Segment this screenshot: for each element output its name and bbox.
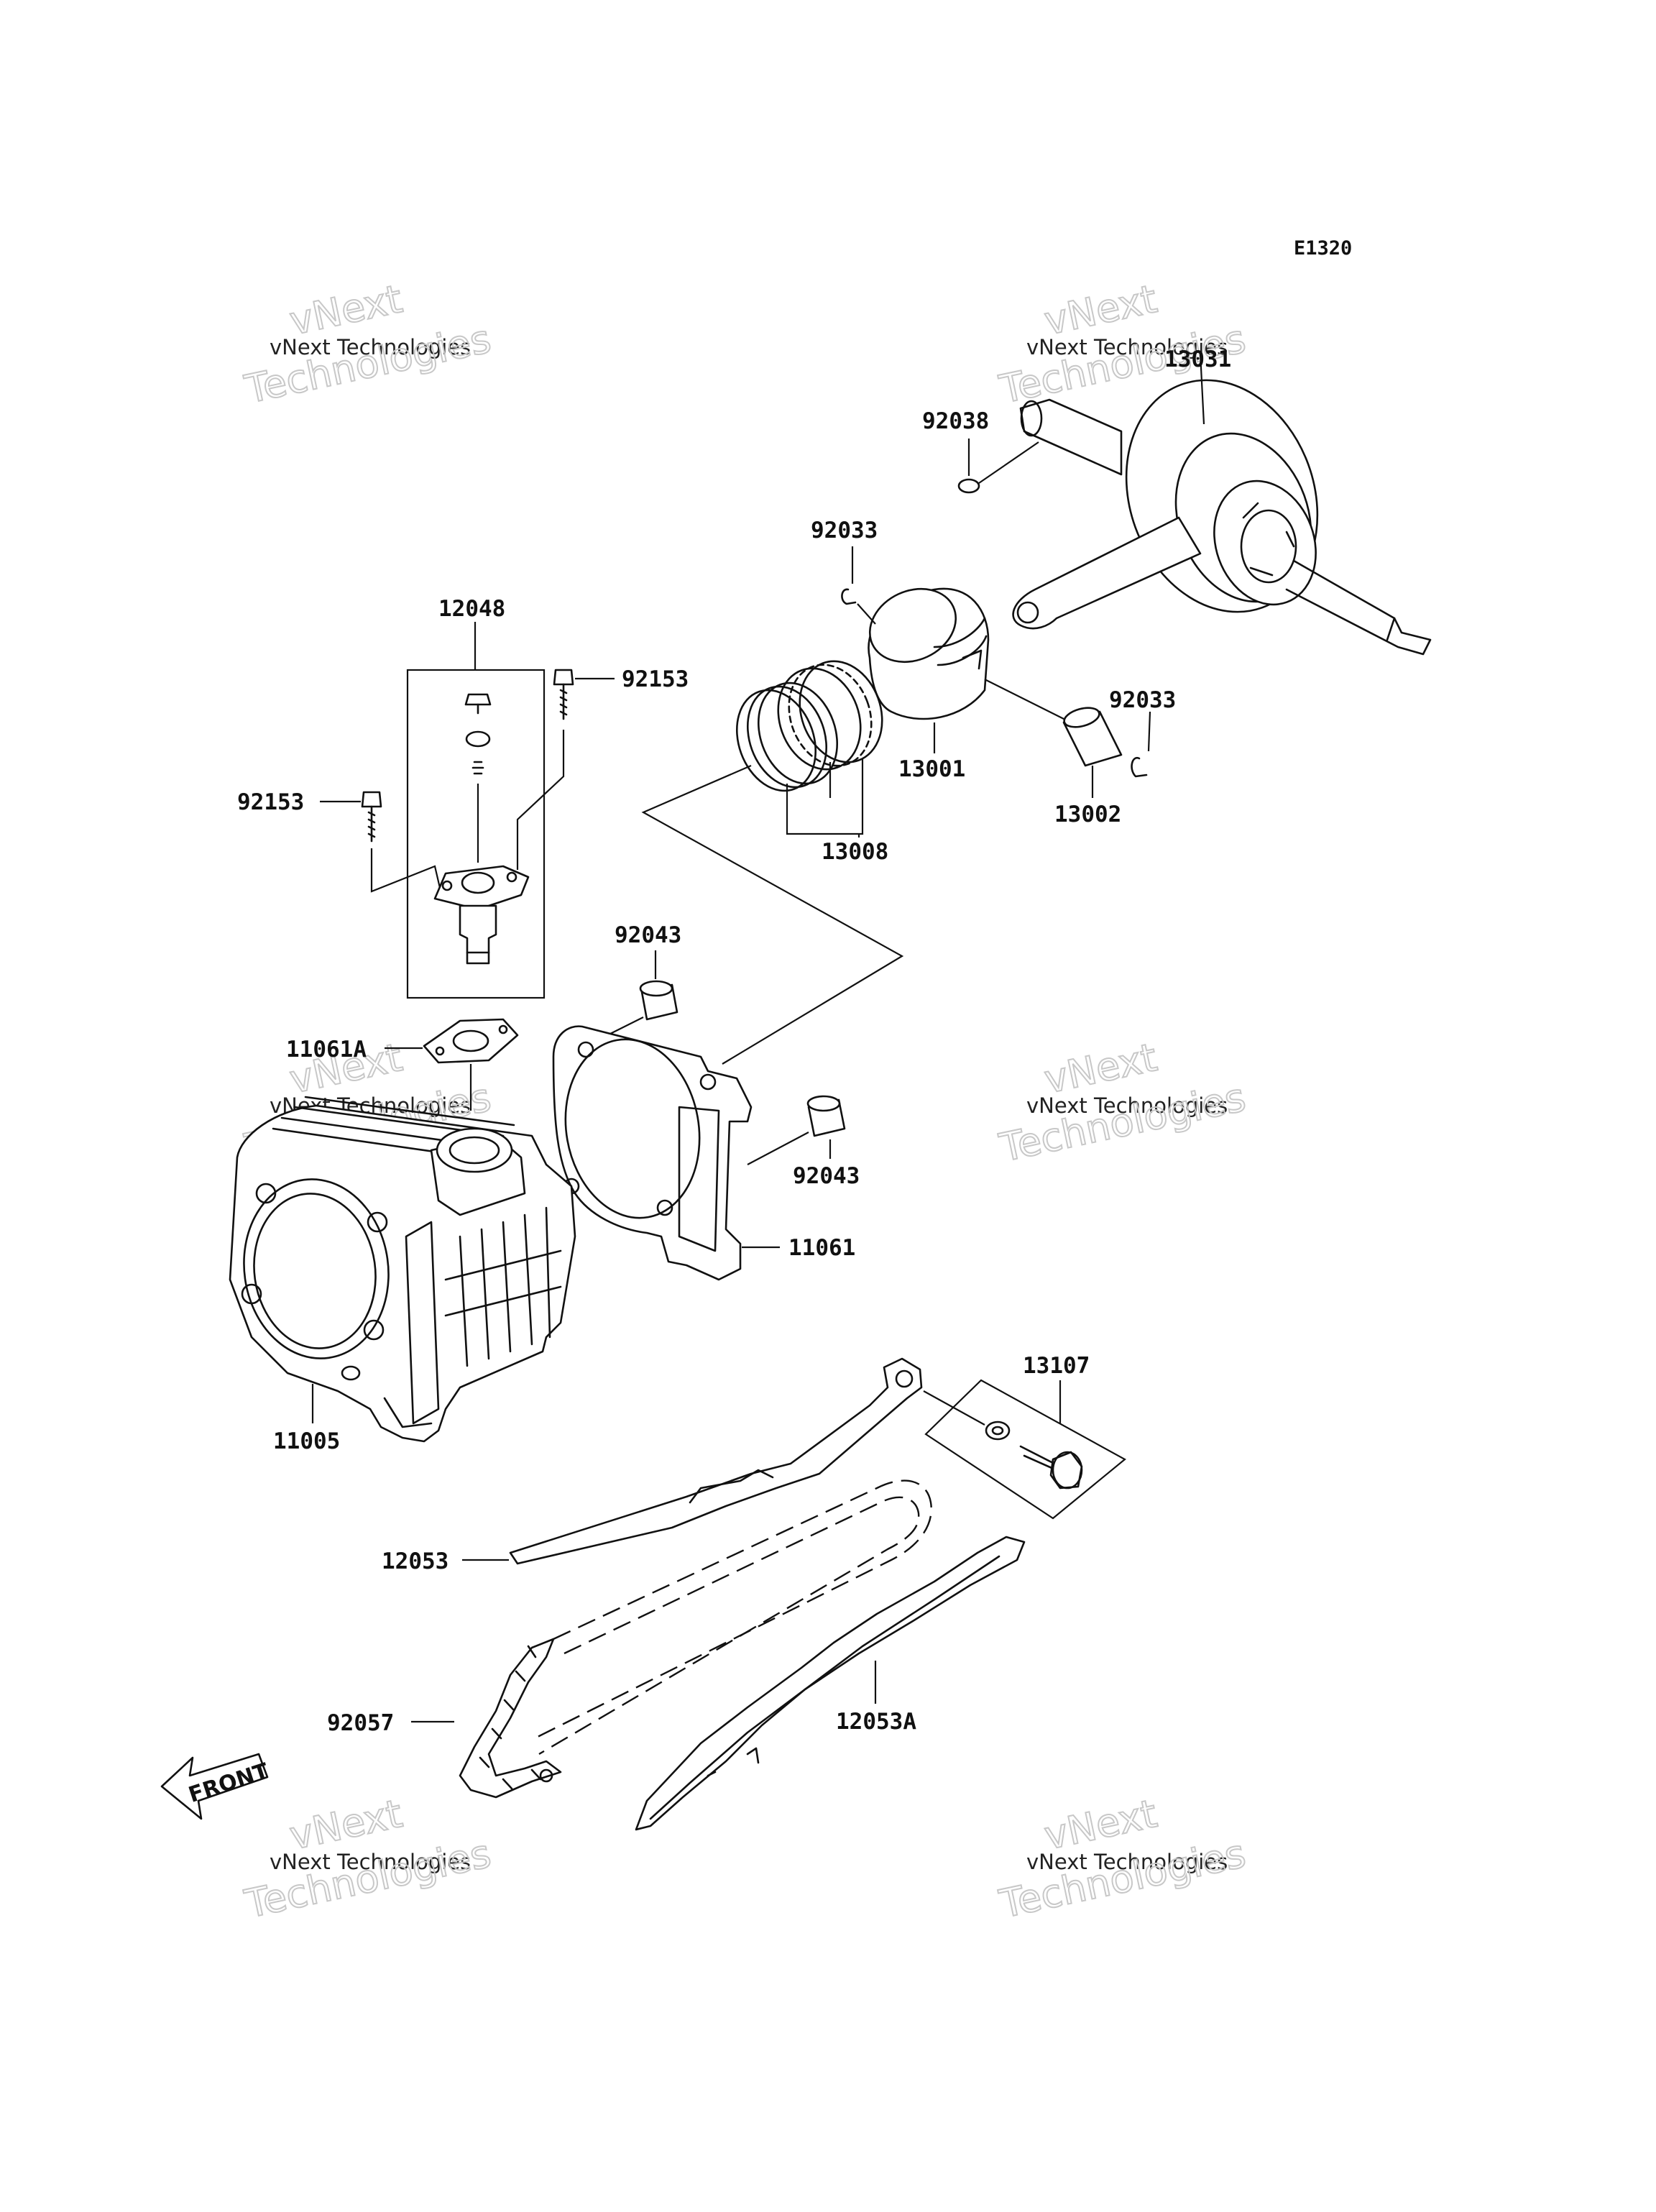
bolt-part-b[interactable] bbox=[361, 791, 382, 843]
callout-92057[interactable]: 92057 bbox=[327, 1710, 394, 1736]
callout-92038[interactable]: 92038 bbox=[922, 408, 989, 434]
tensioner-part[interactable] bbox=[433, 693, 530, 965]
watermark-outline-1: vNext bbox=[1041, 276, 1161, 344]
callout-13008[interactable]: 13008 bbox=[822, 839, 888, 865]
callout-12048[interactable]: 12048 bbox=[438, 596, 505, 622]
callout-92153-a[interactable]: 92153 bbox=[622, 666, 689, 692]
pivot-bolt-part[interactable] bbox=[985, 1421, 1083, 1490]
callout-92033-a[interactable]: 92033 bbox=[811, 518, 878, 543]
callout-92153-b[interactable]: 92153 bbox=[237, 789, 304, 815]
watermark-outline-1: vNext bbox=[286, 1791, 406, 1858]
bracket-13008 bbox=[786, 758, 864, 835]
dowel-pin-part-b[interactable] bbox=[806, 1095, 846, 1137]
piston-clip-part-a[interactable] bbox=[841, 588, 857, 605]
bolt-kit-box bbox=[924, 1379, 1126, 1520]
leader-92038 bbox=[967, 439, 1039, 484]
watermark-bottom-right: vNext Technologies vNext Technologies bbox=[995, 1790, 1250, 1928]
bolt-part-a[interactable] bbox=[553, 669, 574, 720]
callout-13002[interactable]: 13002 bbox=[1054, 802, 1121, 827]
watermark-outline-1: vNext bbox=[1041, 1791, 1161, 1858]
watermark-outline-1: vNext bbox=[1041, 1034, 1161, 1102]
cam-chain-part[interactable] bbox=[459, 1479, 932, 1799]
woodruff-key-part[interactable] bbox=[957, 478, 980, 494]
callout-13001[interactable]: 13001 bbox=[898, 756, 965, 782]
leader-piston-pin-axis bbox=[984, 679, 1079, 727]
chain-tensioner-guide-part[interactable] bbox=[509, 1357, 923, 1565]
leader-bolt-axis bbox=[923, 1390, 985, 1426]
piston-part[interactable] bbox=[858, 575, 990, 720]
intake-gasket-part[interactable] bbox=[423, 1018, 519, 1064]
callout-92043-b[interactable]: 92043 bbox=[793, 1163, 860, 1189]
watermark-text: vNext Technologies bbox=[1026, 335, 1228, 359]
cylinder-block-part[interactable] bbox=[229, 1096, 576, 1443]
watermark-outline-2: Technologies bbox=[995, 1831, 1249, 1927]
callout-12053a[interactable]: 12053A bbox=[836, 1709, 916, 1735]
dowel-pin-part-a[interactable] bbox=[639, 980, 678, 1021]
callout-13107[interactable]: 13107 bbox=[1023, 1353, 1090, 1379]
watermark-text: vNext Technologies bbox=[1026, 1093, 1228, 1118]
callout-11061[interactable]: 11061 bbox=[788, 1235, 855, 1261]
watermark-text: vNext Technologies bbox=[270, 1850, 471, 1874]
callout-12053[interactable]: 12053 bbox=[382, 1548, 448, 1574]
watermark-text: vNext Technologies bbox=[270, 335, 471, 359]
callout-92043-a[interactable]: 92043 bbox=[615, 922, 681, 948]
piston-pin-part[interactable] bbox=[1062, 705, 1123, 767]
cylinder-base-gasket-part[interactable] bbox=[552, 1025, 753, 1281]
watermark-outline-2: Technologies bbox=[241, 1831, 494, 1927]
watermark-outline-2: Technologies bbox=[241, 316, 494, 413]
crankshaft-part[interactable] bbox=[1012, 353, 1432, 656]
piston-clip-part-b[interactable] bbox=[1131, 756, 1148, 778]
watermark-bottom-left: vNext Technologies vNext Technologies bbox=[240, 1790, 495, 1928]
callout-13031[interactable]: 13031 bbox=[1164, 347, 1231, 372]
chain-guide-part[interactable] bbox=[635, 1536, 1026, 1831]
piston-ring-set-part[interactable] bbox=[724, 650, 896, 802]
callout-11005[interactable]: 11005 bbox=[273, 1428, 340, 1454]
leader-13031 bbox=[1199, 353, 1205, 425]
watermark-outline-2: Technologies bbox=[995, 1075, 1249, 1171]
callout-11061a[interactable]: 11061A bbox=[286, 1037, 367, 1063]
diagram-code: E1320 bbox=[1294, 237, 1352, 260]
watermark-mid-right: vNext Technologies vNext Technologies bbox=[995, 1034, 1250, 1172]
leader-92033-b bbox=[1147, 711, 1151, 752]
alignment-line bbox=[641, 764, 904, 1065]
leader-dowel-b-axis bbox=[747, 1132, 809, 1165]
watermark-text: vNext Technologies bbox=[1026, 1850, 1228, 1874]
leader-bolt-a-axis bbox=[516, 730, 565, 870]
leader-bolt-b-axis bbox=[370, 848, 441, 893]
watermark-top-left: vNext Technologies vNext Technologies bbox=[240, 275, 495, 413]
watermark-outline-1: vNext bbox=[286, 276, 406, 344]
callout-92033-b[interactable]: 92033 bbox=[1109, 687, 1176, 713]
front-direction-arrow: FRONT bbox=[160, 1753, 272, 1820]
leader-clip-to-piston bbox=[857, 603, 876, 625]
